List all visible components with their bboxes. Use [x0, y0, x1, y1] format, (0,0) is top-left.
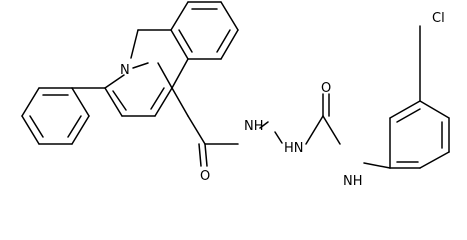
phenyl-ring — [21, 87, 106, 145]
quinoline-pyridine-ring — [104, 29, 189, 117]
oxygen-left-label: O — [200, 169, 210, 184]
ring-nitrogen-label: N — [120, 63, 130, 78]
atom-labels: N NH HN NH O O Cl — [120, 11, 445, 189]
nh-right-label: NH — [343, 174, 363, 189]
quinoline-benzo-ring — [170, 1, 239, 60]
structure-canvas: N NH HN NH O O Cl — [21, 1, 450, 189]
hn-mid-label: HN — [284, 141, 304, 156]
nh-left-label: NH — [244, 119, 264, 134]
hydrazide-linker — [171, 87, 391, 169]
oxygen-right-label: O — [321, 81, 331, 96]
chlorophenyl-ring — [389, 25, 450, 169]
chlorine-label: Cl — [432, 11, 445, 26]
molecule-diagram: N NH HN NH O O Cl — [21, 1, 450, 189]
